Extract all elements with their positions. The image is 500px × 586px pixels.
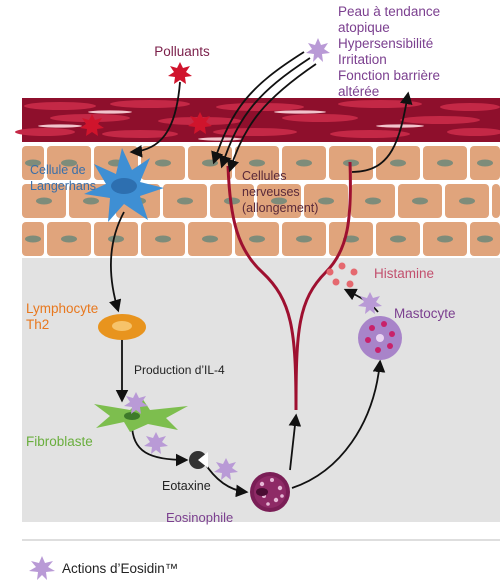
label-cellule-langerhans: Cellule de Langerhans [30,163,96,193]
pathway-arrows [109,51,413,498]
eosidin-star-icon [214,458,238,480]
langerhans-nucleus [111,178,137,194]
epidermis-cell-nucleus [477,235,493,243]
epidermis-cell-nucleus [365,197,381,205]
epidermis-cell-nucleus [318,197,334,205]
epidermis-cell-nucleus [25,159,41,167]
eosidin-star-icon [306,38,330,62]
label-lymphocyte-th2: Lymphocyte Th2 [26,301,102,332]
epidermis-cell-nucleus [296,235,312,243]
arrow-fibroblaste-to-eotaxine [131,423,189,467]
histamine-granules [326,262,358,288]
legend-text: Actions d’Eosidin™ [62,561,178,576]
label-production-il4: Production d’IL-4 [134,363,225,377]
pollutant-star-icon [80,114,104,136]
arrow-polluants-to-langerhans [129,81,181,158]
label-histamine: Histamine [374,266,434,281]
epidermis-cell-nucleus [390,159,406,167]
pollutant-star-icon [168,62,192,84]
epidermis-cell-nucleus [61,159,77,167]
arrow-nerve-to-peau [351,91,413,173]
epidermis-cell-nucleus [477,159,493,167]
label-mastocyte: Mastocyte [394,306,456,321]
epidermis-cell-nucleus [177,197,193,205]
fibroblaste-cell [94,398,188,432]
eosidin-star-icon [144,432,168,454]
eosidin-star-icons [124,38,382,480]
nerve-fibers [226,161,352,411]
epidermis-cell-nucleus [437,235,453,243]
epidermis-cell-nucleus [155,235,171,243]
epidermis-cell-nucleus [459,197,475,205]
arrow-eosinophile-to-mastocyte [291,359,386,489]
epidermis-cell-nucleus [202,159,218,167]
eosidin-star-icon [358,292,382,314]
epidermis-cell-nucleus [390,235,406,243]
pollutant-star-icon [188,112,212,134]
epidermis-cell-nucleus [296,159,312,167]
epidermis-cell [492,184,500,218]
label-polluants: Polluants [154,44,210,59]
label-peau-atopique: Peau à tendance atopique Hypersensibilit… [338,4,444,99]
label-eosinophile: Eosinophile [166,510,233,525]
lymphocyte-nucleus [112,321,132,331]
epidermis-cell-nucleus [83,197,99,205]
epidermis-cell-nucleus [202,235,218,243]
eosinophile-cell [250,472,290,512]
epidermis-cell-nucleus [343,235,359,243]
label-eotaxine: Eotaxine [162,479,211,493]
mastocyte-cell [358,316,402,360]
epidermis-cell-nucleus [249,235,265,243]
pollutant-star-icons [80,62,212,136]
eotaxine-molecule [189,451,208,469]
arrow-eosinophile-to-nerve [288,413,302,471]
eosidin-star-icon [124,392,148,414]
epidermis-cell-nucleus [437,159,453,167]
stratum-corneum [15,98,500,142]
epidermis-cell-nucleus [249,159,265,167]
arrow-triple-to-nerve [211,51,317,173]
epidermis-cell-nucleus [108,235,124,243]
arrow-langerhans-to-lymphocyte [109,211,125,313]
legend-star-icon [29,556,55,580]
epidermis-cell-nucleus [36,197,52,205]
epidermis-cell-nucleus [155,159,171,167]
epidermis-cell-nucleus [61,235,77,243]
epidermis-cell-nucleus [25,235,41,243]
label-cellules-nerveuses: Cellules nerveuses (allongement) [242,169,318,215]
epidermis-cell-nucleus [271,197,287,205]
epidermis-cell-nucleus [412,197,428,205]
fibroblaste-nucleus [124,412,140,420]
label-fibroblaste: Fibroblaste [26,434,93,449]
epidermis-cells [22,146,500,256]
